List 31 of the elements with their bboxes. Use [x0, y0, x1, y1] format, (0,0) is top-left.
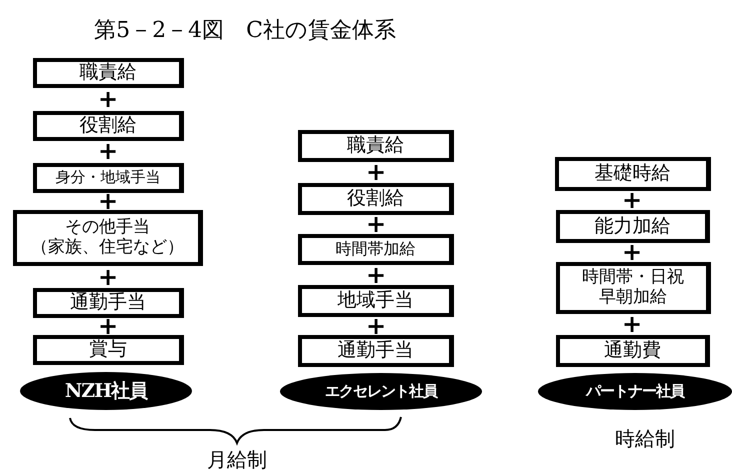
wage-component-box: 基礎時給 — [555, 157, 711, 191]
plus-sign: + — [98, 265, 118, 289]
wage-component-box: 職責給 — [33, 58, 184, 88]
wage-component-box: 時間帯加給 — [298, 234, 454, 265]
plus-sign: + — [366, 212, 386, 236]
wage-component-box: 職責給 — [298, 130, 454, 162]
wage-component-box: 通勤手当 — [298, 335, 454, 367]
wage-component-box: 時間帯・日祝早朝加給 — [556, 262, 711, 314]
wage-component-box: 能力加給 — [556, 210, 710, 243]
plus-sign: + — [622, 312, 642, 336]
plus-sign: + — [622, 188, 642, 212]
wage-component-box: 地域手当 — [298, 285, 454, 317]
wage-component-box: 身分・地域手当 — [33, 163, 184, 193]
wage-component-box: 役割給 — [33, 111, 184, 141]
employee-type-ellipse: パートナー社員 — [538, 373, 732, 410]
pay-system-label: 月給制 — [207, 446, 267, 473]
plus-sign: + — [366, 160, 386, 184]
plus-sign: + — [366, 263, 386, 287]
wage-component-box: 役割給 — [298, 183, 454, 215]
plus-sign: + — [366, 314, 386, 338]
employee-type-ellipse: NZH社員 — [20, 372, 192, 410]
plus-sign: + — [98, 87, 118, 111]
employee-type-ellipse: エクセレント社員 — [280, 373, 482, 410]
wage-component-box: その他手当（家族、住宅など） — [13, 210, 203, 266]
wage-component-box: 賞与 — [33, 335, 184, 365]
pay-system-label: 時給制 — [615, 426, 675, 452]
wage-component-box: 通勤費 — [556, 335, 710, 367]
figure-title: 第5－2－4図 C社の賃金体系 — [94, 17, 396, 45]
wage-component-box: 通勤手当 — [33, 288, 184, 318]
plus-sign: + — [98, 139, 118, 163]
plus-sign: + — [622, 240, 642, 264]
